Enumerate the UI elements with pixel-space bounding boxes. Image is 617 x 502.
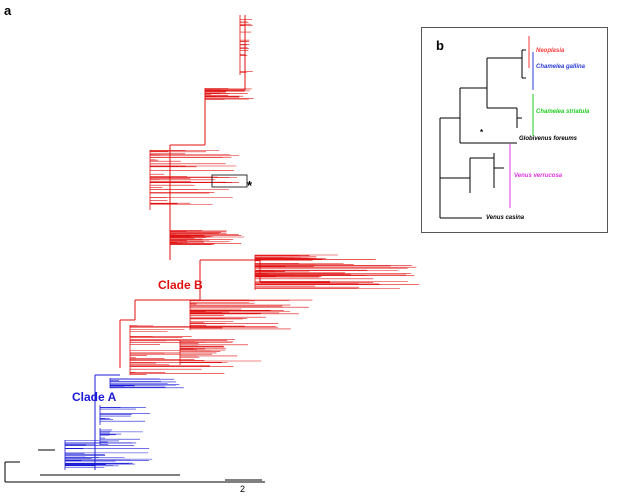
star-marker: *	[247, 178, 253, 193]
label-venus-verrucosa: Venus verrucosa	[514, 173, 563, 179]
label-chamelea-gallina: Chamelea gallina	[536, 64, 586, 70]
clade-a-label: Clade A	[72, 390, 117, 404]
inset-tree	[439, 36, 534, 219]
label-venus-casina: Venus casina	[486, 215, 525, 221]
panel-a-label: a	[4, 3, 12, 18]
inset-panel-b: b * Neoplasia Chamelea gallina Chamelea …	[421, 27, 608, 233]
clade-b-label: Clade B	[158, 278, 203, 292]
label-chamelea-striatula: Chamelea striatula	[536, 109, 590, 115]
outgroup-tree	[4, 449, 265, 483]
label-neoplasia: Neoplasia	[536, 48, 565, 54]
panel-b-label: b	[436, 38, 444, 53]
label-globivenus: Globivenus foreums	[519, 136, 578, 142]
clade-a-tree	[64, 374, 184, 470]
inset-star-marker: *	[480, 128, 484, 137]
clade-b-tree	[119, 15, 420, 375]
scale-bar-label: 2	[240, 484, 246, 494]
highlight-box	[211, 174, 248, 188]
